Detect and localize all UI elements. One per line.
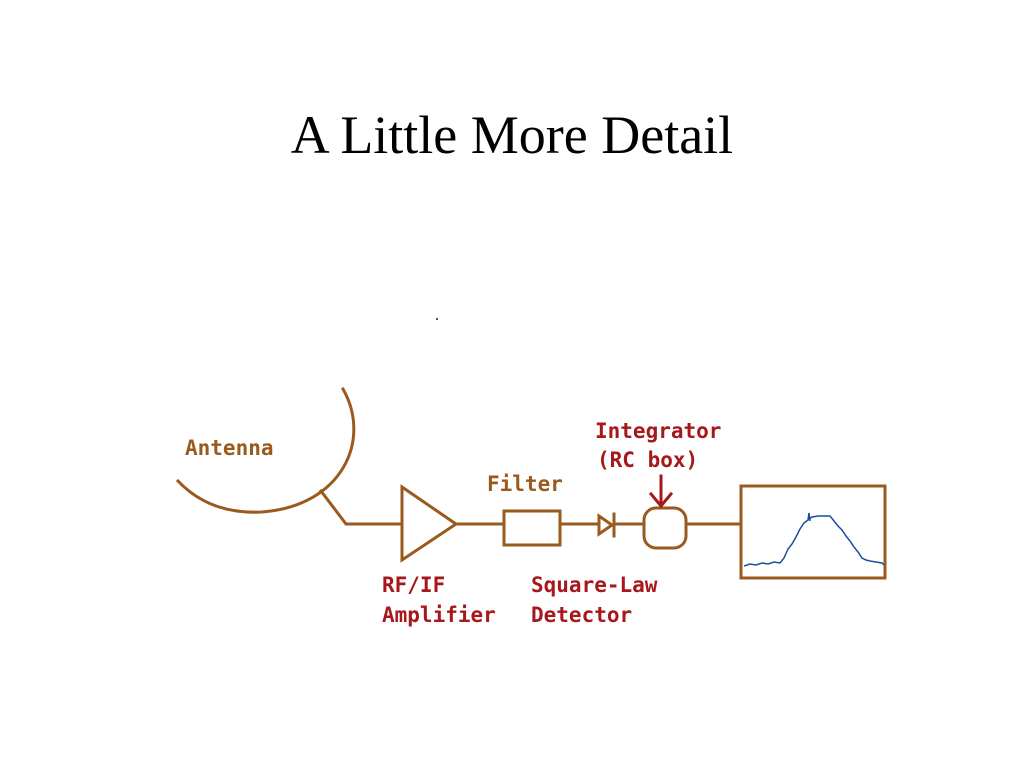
amplifier-triangle-icon [400, 484, 506, 563]
detector-label-line2: Detector [531, 603, 632, 627]
display-frame [739, 484, 887, 580]
filter-box-icon [502, 509, 600, 547]
amplifier-label-line2: Amplifier [382, 603, 496, 627]
antenna-feed-line [318, 488, 404, 526]
filter-box [502, 509, 562, 547]
integrator-label-line2: (RC box) [597, 448, 698, 472]
integrator-arrow-icon [648, 474, 674, 509]
antenna-dish-arc [175, 386, 356, 514]
diode-icon [597, 512, 646, 538]
integrator-label-line1: Integrator [595, 419, 721, 443]
antenna-label: Antenna [185, 436, 274, 460]
spectrum-spike [807, 512, 811, 522]
diode-triangle [597, 513, 615, 537]
filter-label: Filter [487, 472, 563, 496]
dish-antenna-icon [175, 386, 404, 526]
amplifier-triangle [400, 484, 459, 563]
integrator-arrow [648, 474, 674, 509]
amplifier-label-line1: RF/IF [382, 573, 445, 597]
spectrum-trace [743, 515, 885, 567]
detector-label-line1: Square-Law [531, 573, 658, 597]
spectrum-display-icon [739, 484, 887, 580]
stray-dot [436, 318, 438, 320]
slide-title: A Little More Detail [290, 105, 734, 165]
integrator-box [642, 506, 688, 550]
rounded-box-icon [642, 506, 743, 550]
